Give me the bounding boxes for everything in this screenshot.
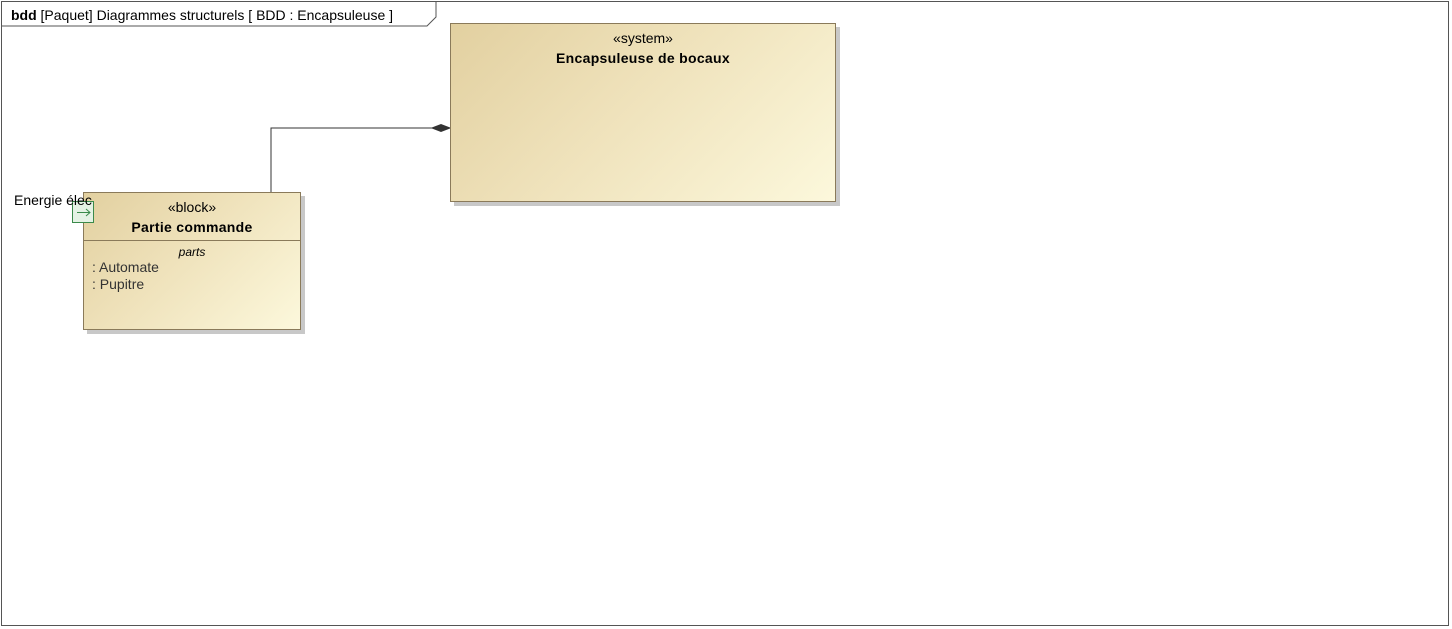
- system-block-stereotype: «system»: [613, 30, 673, 46]
- right-arrow-icon: [77, 208, 91, 217]
- parts-compartment: parts : Automate : Pupitre: [84, 240, 300, 293]
- part-pupitre[interactable]: : Pupitre: [92, 276, 145, 292]
- composition-diamond-icon: [430, 123, 452, 133]
- command-block[interactable]: «block» Partie commande parts : Automate…: [83, 192, 301, 330]
- frame-title-text: [Paquet] Diagrammes structurels [ BDD : …: [40, 7, 394, 23]
- system-block[interactable]: «system» Encapsuleuse de bocaux: [450, 23, 836, 202]
- frame-kind: bdd: [11, 7, 37, 23]
- energy-port[interactable]: [72, 201, 94, 223]
- energy-port-label: Energie élec: [14, 192, 92, 208]
- command-block-stereotype: «block»: [167, 199, 217, 215]
- part-automate[interactable]: : Automate: [92, 259, 159, 275]
- command-block-name: Partie commande: [131, 219, 253, 235]
- frame-title: bdd [Paquet] Diagrammes structurels [ BD…: [11, 7, 393, 23]
- frame-tab-outline: [2, 2, 437, 27]
- parts-compartment-title: parts: [178, 245, 206, 259]
- system-block-name: Encapsuleuse de bocaux: [556, 50, 730, 66]
